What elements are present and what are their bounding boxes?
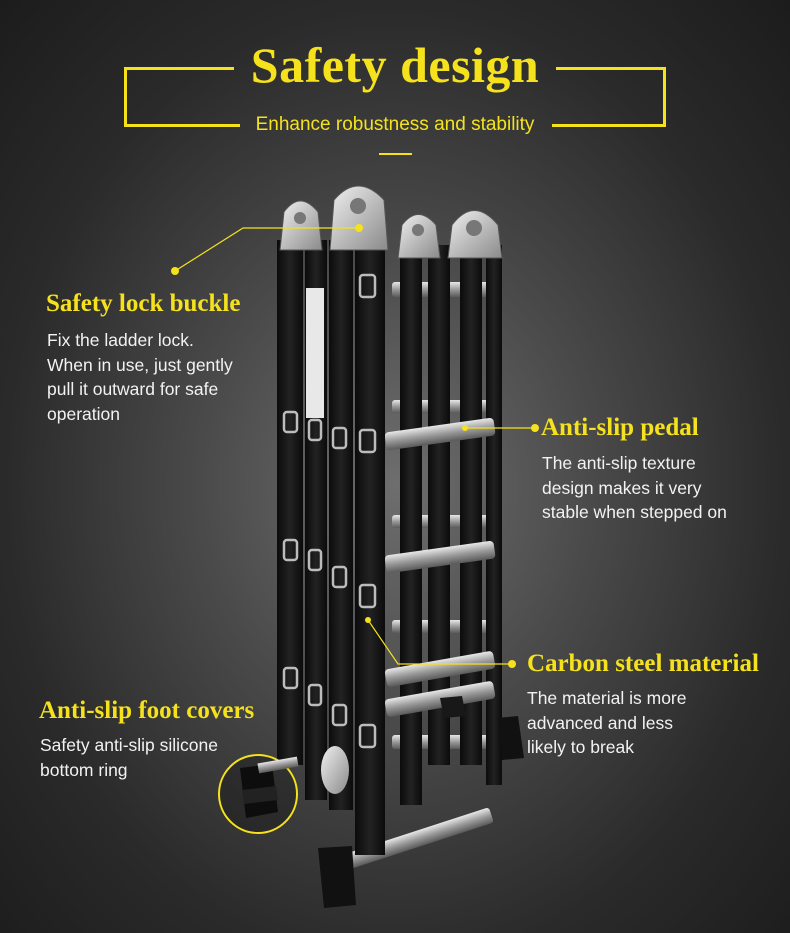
foot-covers-description: Safety anti-slip silicone bottom ring	[40, 733, 218, 782]
foot-cover-detail	[240, 756, 299, 818]
callout-carbon-steel	[367, 619, 512, 665]
foot-covers-line: Safety anti-slip silicone	[40, 735, 218, 755]
callout-safety-lock	[174, 227, 359, 272]
rear-rails	[400, 245, 502, 805]
page-subtitle: Enhance robustness and stability	[255, 114, 535, 135]
safety-lock-line: Fix the ladder lock.	[47, 330, 194, 350]
header-frame-top-right	[556, 67, 666, 70]
safety-lock-line: pull it outward for safe	[47, 379, 219, 399]
foot-covers-line: bottom ring	[40, 759, 128, 780]
header-frame-bottom-left	[124, 124, 240, 127]
front-rungs	[384, 417, 496, 717]
ladder-feet	[318, 696, 524, 908]
anti-slip-pedal-line: stable when stepped on	[542, 502, 727, 522]
safety-lock-line: When in use, just gently	[47, 354, 233, 375]
callout-dot-safety-lock	[171, 267, 179, 275]
carbon-steel-description: The material is more advanced and less l…	[527, 686, 687, 760]
ladder-label-sticker	[306, 288, 324, 418]
header-frame-left-side	[124, 67, 127, 127]
safety-lock-title: Safety lock buckle	[46, 290, 241, 317]
anti-slip-pedal-line: The anti-slip texture	[542, 453, 696, 473]
safety-lock-description: Fix the ladder lock. When in use, just g…	[47, 328, 233, 426]
carbon-steel-title: Carbon steel material	[527, 650, 759, 677]
carbon-steel-line: The material is more	[527, 688, 687, 708]
top-hinges	[279, 185, 503, 259]
anti-slip-pedal-title: Anti-slip pedal	[541, 414, 699, 441]
header-frame-right-side	[663, 67, 666, 127]
header-frame-top-left	[124, 67, 234, 70]
header-underline	[379, 153, 412, 155]
anti-slip-pedal-description: The anti-slip texture design makes it ve…	[542, 451, 727, 525]
carbon-steel-line: likely to break	[527, 737, 634, 757]
header-frame-bottom-right	[552, 124, 666, 127]
safety-lock-line: operation	[47, 403, 120, 424]
page-title: Safety design	[250, 37, 540, 93]
anti-slip-pedal-line: design makes it very	[542, 477, 702, 498]
lock-slots	[282, 273, 377, 749]
foot-covers-title: Anti-slip foot covers	[39, 697, 255, 724]
carbon-steel-line: advanced and less	[527, 712, 673, 733]
callout-dot-safety-lock-end	[355, 224, 363, 232]
